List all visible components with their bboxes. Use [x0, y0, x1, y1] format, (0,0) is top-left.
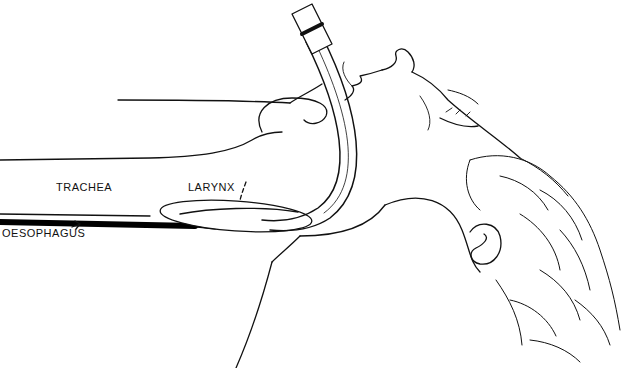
nose: [382, 49, 414, 72]
pharynx-wall: [300, 205, 385, 236]
neck-line: [272, 236, 300, 262]
tongue: [259, 98, 327, 132]
jaw-line: [118, 100, 290, 103]
eyebrow: [448, 90, 478, 104]
part-label: TRACHEA: [56, 182, 112, 193]
tube-connector: [292, 4, 332, 54]
ear: [470, 224, 501, 264]
oesophagus: [0, 222, 195, 226]
jawline: [385, 198, 480, 272]
hair: [466, 156, 620, 362]
airway-tube-line: [314, 40, 348, 213]
tube-connector-ring: [302, 24, 322, 34]
shoulder-line: [236, 262, 272, 368]
forehead: [412, 72, 520, 158]
cheek: [420, 96, 430, 130]
trachea-wall: [0, 132, 282, 160]
part-label: OESOPHAGUS: [2, 228, 85, 239]
upper-lip: [343, 62, 352, 86]
chin: [290, 84, 322, 103]
trachea-lower-wall: [0, 214, 150, 216]
airway-tube: [262, 42, 340, 221]
eyelashes: [446, 108, 470, 116]
airway-tube: [270, 36, 357, 231]
part-label: LARYNX: [188, 182, 235, 193]
mask-bowl: [180, 208, 298, 214]
closed-eye: [440, 118, 478, 127]
